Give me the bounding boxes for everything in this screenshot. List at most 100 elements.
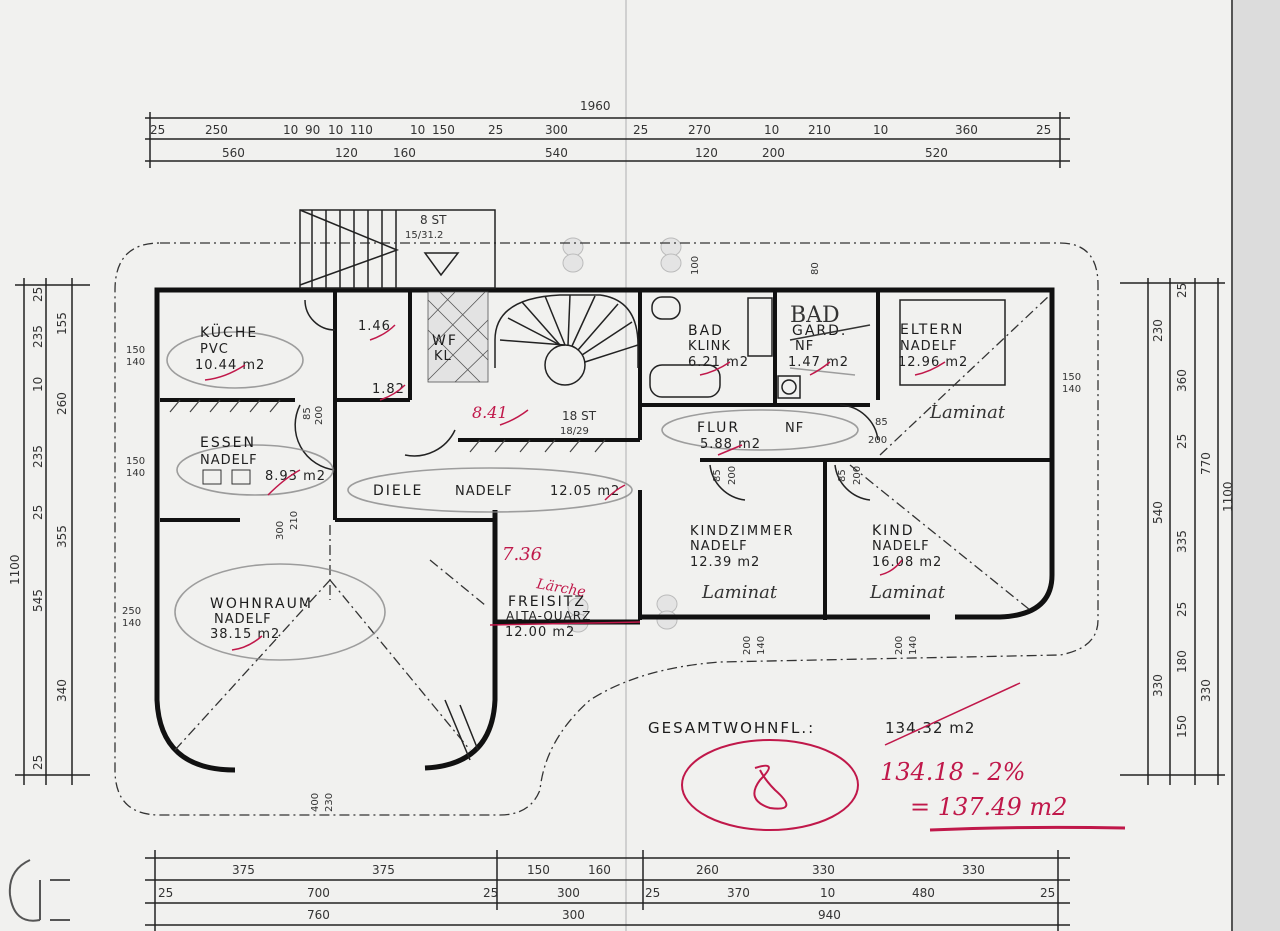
dim: 10 <box>328 123 343 137</box>
red-line <box>489 621 641 626</box>
red-corrected-total: = 137.49 m2 <box>910 793 1067 821</box>
bottom-dim-row1: 375 375 150 160 260 330 330 <box>232 863 985 877</box>
top-dimension-lines <box>145 112 1070 168</box>
door-height: 140 <box>756 636 767 655</box>
dim: 155 <box>55 312 69 335</box>
red-diele-note: 8.41 <box>472 403 508 422</box>
door-width: 85 <box>302 407 313 420</box>
dim: 540 <box>1151 501 1165 524</box>
room-name: ELTERN <box>900 322 964 338</box>
window-height: 140 <box>122 618 141 629</box>
dim: 330 <box>812 863 835 877</box>
door-width: 85 <box>712 469 723 482</box>
hole-punches <box>562 237 682 633</box>
door-width: 200 <box>742 636 753 655</box>
dim: 200 <box>762 146 785 160</box>
dim: 25 <box>31 755 45 770</box>
dim: 25 <box>31 505 45 520</box>
dim: 25 <box>1040 886 1055 900</box>
dim: 110 <box>350 123 373 137</box>
top-dim-row1: 25 250 10 90 10 110 10 150 25 300 25 270… <box>150 123 1051 137</box>
dim: 235 <box>31 325 45 348</box>
dim: 230 <box>1151 319 1165 342</box>
dim: 370 <box>727 886 750 900</box>
dim: 375 <box>372 863 395 877</box>
laminat-note: Laminat <box>701 582 778 603</box>
room-area: 5.88 m2 <box>700 437 761 452</box>
stair-ratio: 18/29 <box>560 426 589 437</box>
room-area: 12.00 m2 <box>505 625 575 640</box>
dim: 330 <box>1199 679 1213 702</box>
red-checkmarks <box>204 324 946 651</box>
terrace-outline <box>114 242 1099 816</box>
dim: 210 <box>808 123 831 137</box>
room-wohnraum: WOHNRAUM NADELF 38.15 m2 <box>210 596 313 642</box>
room-floor: ALTA-QUARZ <box>506 609 591 623</box>
dim: 10 <box>410 123 425 137</box>
small-area-label: 1.46 <box>358 319 391 334</box>
bottom-dim-row2: 25 700 25 300 25 370 10 480 25 <box>158 886 1055 900</box>
dim: 300 <box>557 886 580 900</box>
chair-icon <box>202 469 222 485</box>
window-width: 150 <box>126 456 145 467</box>
stair-label: 8 ST <box>420 213 447 227</box>
door-height: 230 <box>324 793 335 812</box>
room-flur: FLUR NF 5.88 m2 <box>697 420 803 452</box>
laminat-note: Laminat <box>869 582 946 603</box>
dim-overall-top: 1960 <box>580 99 611 113</box>
laminat-note: Laminat <box>929 402 1006 423</box>
door-width: 85 <box>875 417 888 428</box>
room-floor: NADELF <box>455 484 513 499</box>
dim: 330 <box>962 863 985 877</box>
room-floor: NADELF <box>872 539 930 554</box>
stair-ratio: 15/31.2 <box>405 230 443 241</box>
red-underline <box>929 825 1126 832</box>
door-width: 80 <box>810 262 821 275</box>
wall-hatching <box>169 399 606 453</box>
dim: 120 <box>695 146 718 160</box>
chair-icon <box>231 469 251 485</box>
dim: 375 <box>232 863 255 877</box>
scan-background <box>1232 0 1280 931</box>
room-area: 12.05 m2 <box>550 484 620 499</box>
room-name: WOHNRAUM <box>210 596 313 612</box>
dim: 1100 <box>1221 481 1235 512</box>
dim: 10 <box>764 123 779 137</box>
dim: 25 <box>158 886 173 900</box>
strike-through <box>884 682 1021 746</box>
room-area: 1.47 m2 <box>788 355 849 370</box>
dim: 10 <box>283 123 298 137</box>
dim: 1100 <box>8 554 22 585</box>
dim: 260 <box>696 863 719 877</box>
dim: 120 <box>335 146 358 160</box>
dim: 545 <box>31 589 45 612</box>
total-area-value: 134.32 m2 <box>885 719 975 737</box>
dim: 25 <box>1036 123 1051 137</box>
dim: 160 <box>393 146 416 160</box>
room-name: BAD <box>688 323 724 339</box>
dim: 25 <box>483 886 498 900</box>
room-name: ESSEN <box>200 435 256 451</box>
wf-hatching <box>427 291 489 383</box>
bottom-dim-row3: 760 300 940 <box>307 908 841 922</box>
room-name: KÜCHE <box>200 323 258 341</box>
dim: 330 <box>1151 674 1165 697</box>
dim: 25 <box>633 123 648 137</box>
room-kind: KIND NADELF 16.08 m2 <box>872 523 942 570</box>
room-wf: WF KL <box>432 333 456 364</box>
signature <box>753 764 788 810</box>
door-swings <box>294 299 879 761</box>
room-name: DIELE <box>373 483 423 499</box>
bad-correction-note: BAD <box>790 303 840 328</box>
dim: 770 <box>1199 452 1213 475</box>
dim: 355 <box>55 525 69 548</box>
door-labels: 85 200 85 200 85 200 85 200 300 210 200 … <box>275 256 919 812</box>
room-floor: PVC <box>200 342 229 357</box>
door-width: 400 <box>310 793 321 812</box>
spiral-staircase <box>494 294 639 386</box>
top-dim-row2: 560 120 160 540 120 200 520 <box>222 146 948 160</box>
room-area: 16.08 m2 <box>872 555 942 570</box>
red-calculation: 134.18 - 2% <box>880 758 1025 786</box>
room-floor: NADELF <box>690 539 748 554</box>
